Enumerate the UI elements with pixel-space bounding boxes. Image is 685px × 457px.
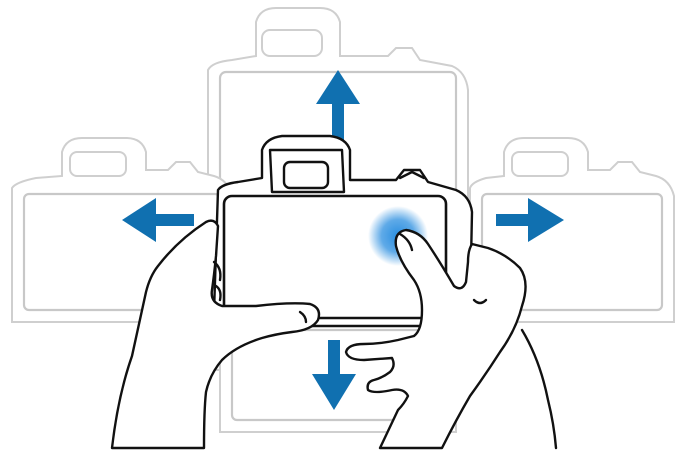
camera-swivel-screen-diagram [0,0,685,457]
